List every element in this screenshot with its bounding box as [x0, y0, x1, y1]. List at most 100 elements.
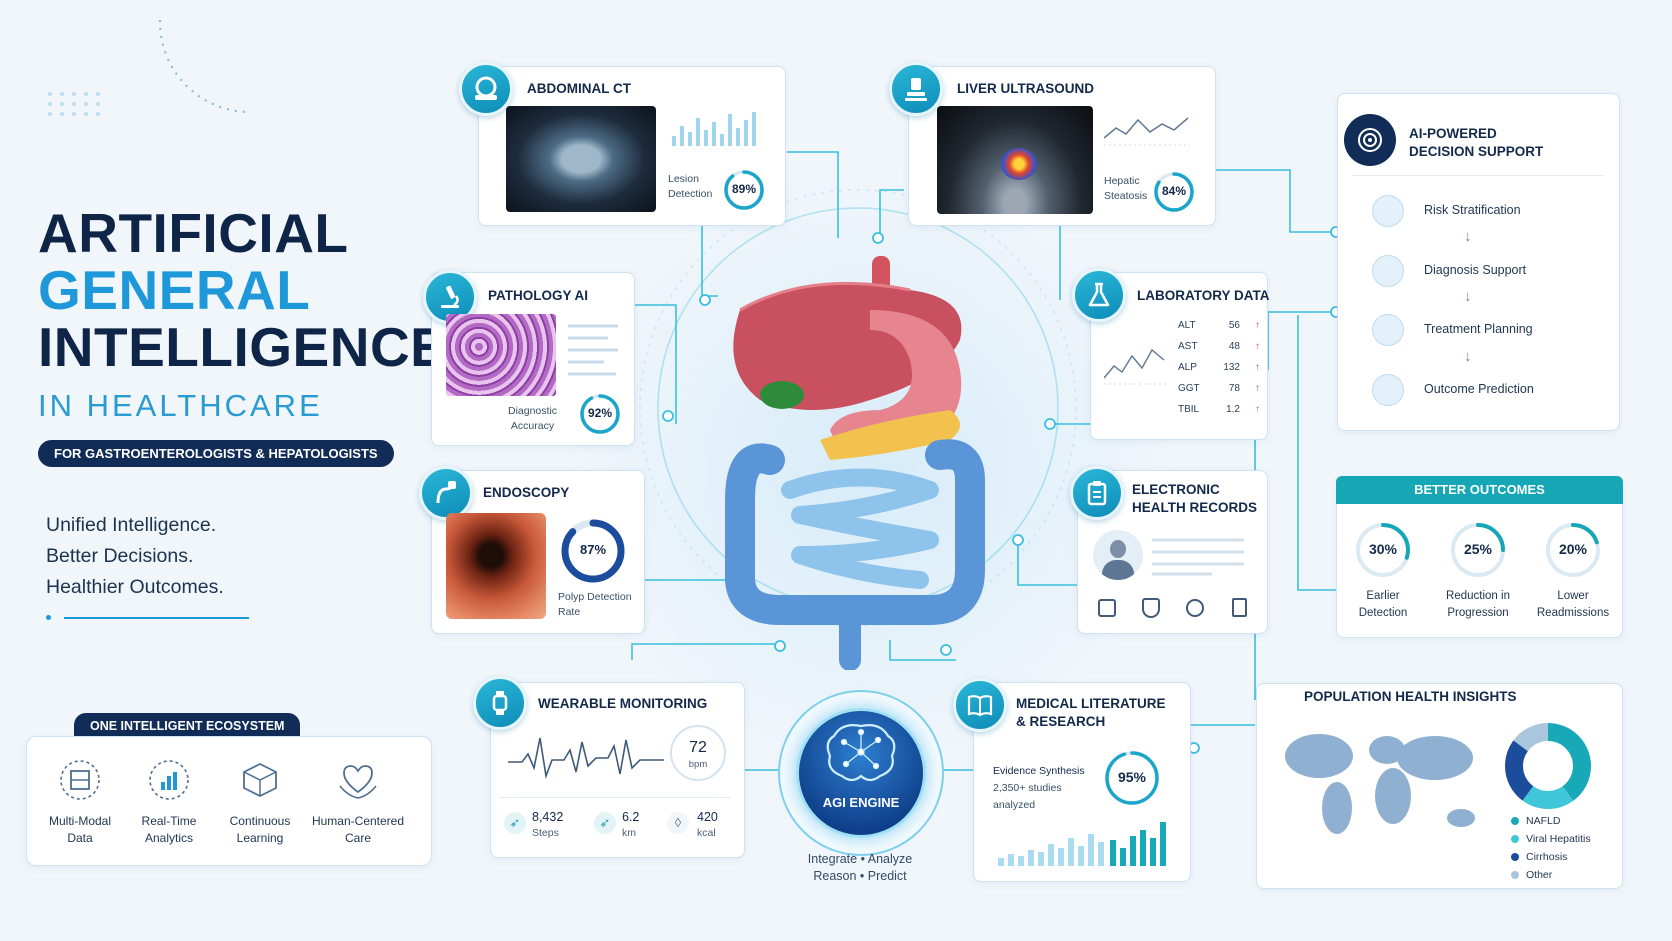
- tagline-line-3: Healthier Outcomes.: [46, 576, 224, 598]
- abdominal-ct-title: ABDOMINAL CT: [527, 81, 631, 96]
- ring-progress-arc: [1105, 751, 1159, 805]
- tagline-line-1: Unified Intelligence.: [46, 514, 217, 536]
- ecg-waveform: [508, 737, 664, 780]
- smartwatch-icon: [473, 676, 527, 730]
- target-icon: [1344, 114, 1396, 166]
- calories-icon: ◊: [667, 812, 689, 834]
- treatment-icon: [1372, 314, 1404, 346]
- ring-progress-arc: [1451, 523, 1505, 577]
- pancreas: [820, 410, 960, 460]
- calendar-icon[interactable]: [1098, 599, 1116, 617]
- patient-avatar: [1093, 530, 1143, 580]
- trend-arrow-icon: ↑: [1255, 341, 1260, 352]
- calories-unit: kcal: [697, 827, 716, 839]
- diagnosis-icon: [1372, 255, 1404, 287]
- title-line-3: INTELLIGENCE: [38, 316, 448, 378]
- book-icon: [953, 678, 1007, 732]
- analytics-icon: [149, 760, 189, 800]
- endoscopy-image: [446, 513, 546, 619]
- distance-unit: km: [622, 827, 636, 839]
- calories-value: 420: [697, 810, 718, 824]
- gallbladder: [760, 381, 804, 409]
- document-icon[interactable]: [1232, 598, 1247, 617]
- population-health-card[interactable]: [1256, 683, 1623, 889]
- divider: [1352, 175, 1604, 176]
- pathology-text-lines: [568, 324, 618, 376]
- trend-arrow-icon: ↑: [1255, 320, 1260, 331]
- ultrasound-line-sparkline: [1104, 117, 1190, 146]
- ct-scan-image: [506, 106, 656, 212]
- literature-bar-sparkline: [998, 822, 1166, 866]
- ct-metric-value: 89%: [731, 182, 757, 196]
- ring-progress-arc: [1356, 523, 1410, 577]
- pathology-title: PATHOLOGY AI: [488, 288, 589, 303]
- legend-viral-hepatitis: Viral Hepatitis: [1511, 833, 1591, 845]
- ultrasound-image: [937, 106, 1093, 214]
- digestive-organs-illustration: [725, 256, 985, 670]
- ct-scanner-icon: [459, 62, 513, 116]
- donut-segment: [1505, 723, 1591, 809]
- ecosystem-title: ONE INTELLIGENT ECOSYSTEM: [74, 713, 301, 739]
- donut-segment: [1505, 723, 1591, 809]
- steps-unit: Steps: [532, 827, 559, 839]
- heart-shield-icon: [1372, 374, 1404, 406]
- risk-icon: [1372, 195, 1404, 227]
- ultrasound-metric-ring: 84%: [1152, 170, 1196, 214]
- clipboard-icon: [1070, 466, 1124, 520]
- tagline-line-2: Better Decisions.: [46, 545, 194, 567]
- ring-progress-arc: [1154, 172, 1194, 212]
- better-outcomes-title: BETTER OUTCOMES: [1336, 476, 1623, 504]
- pathology-metric-value: 92%: [587, 406, 613, 420]
- small-intestine: [781, 468, 939, 589]
- legend-other: Other: [1511, 869, 1552, 881]
- laboratory-title: LABORATORY DATA: [1137, 288, 1270, 303]
- steps-value: 8,432: [532, 810, 564, 824]
- ring-progress-arc: [580, 394, 620, 434]
- endoscopy-metric-value: 87%: [579, 542, 607, 557]
- arrow-down-icon: ↓: [1464, 228, 1472, 245]
- step-risk-stratification[interactable]: Risk Stratification: [1372, 195, 1572, 229]
- audience-badge: FOR GASTROENTEROLOGISTS & HEPATOLOGISTS: [38, 440, 394, 467]
- ct-metric-ring: 89%: [722, 168, 766, 212]
- ultrasound-probe-icon: [889, 62, 943, 116]
- steps-icon: ➶: [504, 812, 526, 834]
- endoscope-icon: [419, 466, 473, 520]
- trend-arrow-icon: ↑: [1255, 404, 1260, 415]
- arrow-down-icon: ↓: [1464, 288, 1472, 305]
- step-treatment-planning[interactable]: Treatment Planning: [1372, 314, 1572, 348]
- population-health-title: POPULATION HEALTH INSIGHTS: [1304, 689, 1517, 704]
- cube-icon: [243, 762, 277, 798]
- title-block: ARTIFICIAL GENERAL INTELLIGENCE IN HEALT…: [38, 205, 458, 467]
- ring-progress-arc: [1546, 523, 1600, 577]
- endoscopy-title: ENDOSCOPY: [483, 485, 570, 500]
- ring-progress-arc: [561, 519, 625, 583]
- step-diagnosis-support[interactable]: Diagnosis Support: [1372, 255, 1572, 289]
- trend-arrow-icon: ↑: [1255, 383, 1260, 394]
- disease-donut-chart: [1500, 718, 1596, 814]
- flask-icon: [1072, 268, 1126, 322]
- world-map-dots: [1285, 734, 1475, 834]
- title-line-1: ARTIFICIAL: [38, 202, 349, 264]
- molecule-icon[interactable]: [1186, 599, 1204, 617]
- tagline: Unified Intelligence. Better Decisions. …: [46, 510, 224, 603]
- ultrasound-metric-value: 84%: [1161, 184, 1187, 198]
- outcome-ring-earlier-detection: 30%: [1353, 520, 1413, 580]
- ehr-record-lines: [1152, 538, 1244, 576]
- liver-ultrasound-title: LIVER ULTRASOUND: [957, 81, 1094, 96]
- heart-hands-icon: [339, 765, 377, 799]
- shield-icon[interactable]: [1142, 598, 1160, 618]
- step-outcome-prediction[interactable]: Outcome Prediction: [1372, 374, 1572, 408]
